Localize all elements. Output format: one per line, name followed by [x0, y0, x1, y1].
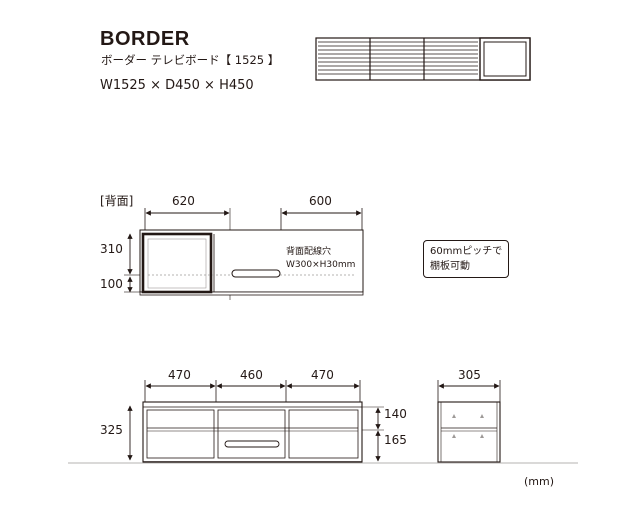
- slat-front: [318, 41, 478, 75]
- unit-label: (mm): [524, 475, 555, 488]
- dim-front-left: 470: [168, 368, 191, 382]
- product-subtitle: ボーダー テレビボード【 1525 】: [101, 53, 280, 67]
- wiring-hole-note-line2: W300×H30mm: [286, 260, 356, 270]
- shelf-note-line2: 棚板可動: [430, 261, 470, 272]
- dim-back-upper: 310: [100, 242, 123, 256]
- dim-back-left: 620: [172, 194, 195, 208]
- dim-back-lower: 100: [100, 277, 123, 291]
- side-view-drawing: [437, 380, 501, 463]
- shelf-note-box: 60mmピッチで 棚板可動: [423, 240, 510, 278]
- product-size: W1525 × D450 × H450: [100, 78, 254, 93]
- wiring-hole-note: 背面配線穴 W300×H30mm: [286, 246, 355, 272]
- back-view-drawing: [124, 208, 364, 300]
- dim-front-right: 470: [311, 368, 334, 382]
- front-view-drawing: [127, 380, 384, 463]
- dim-front-height: 325: [100, 423, 123, 437]
- dim-front-center: 460: [240, 368, 263, 382]
- product-title: BORDER: [100, 28, 190, 50]
- wiring-hole-note-line1: 背面配線穴: [286, 247, 332, 257]
- dim-front-lower: 165: [384, 433, 407, 447]
- dim-side-depth: 305: [458, 368, 481, 382]
- back-view-label: [背面]: [100, 194, 134, 208]
- dim-back-right: 600: [309, 194, 332, 208]
- shelf-note-line1: 60mmピッチで: [430, 246, 503, 257]
- product-illustration: [315, 37, 531, 81]
- dim-front-upper: 140: [384, 407, 407, 421]
